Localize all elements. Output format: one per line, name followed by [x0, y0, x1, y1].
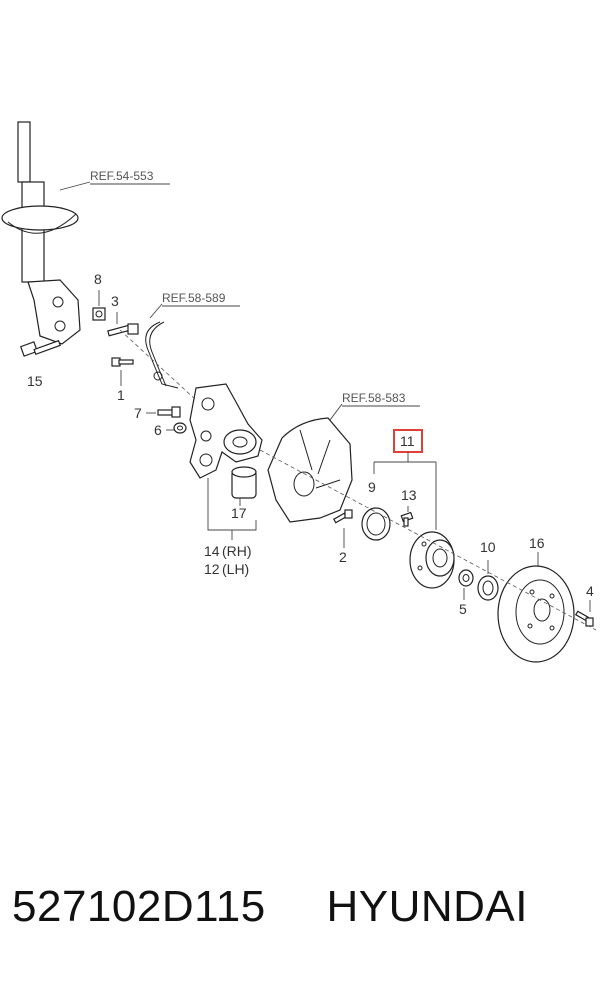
callout-4: 4 — [586, 583, 594, 599]
brand-name: HYUNDAI — [326, 882, 529, 931]
callout-13: 13 — [401, 487, 417, 503]
ref-label-shield: REF.58-583 — [342, 391, 406, 405]
nut-5 — [458, 569, 474, 587]
strut-assembly — [1, 121, 81, 345]
callout-16: 16 — [529, 535, 545, 551]
part-number: 527102D115 — [12, 882, 266, 931]
hub-bolt-13 — [400, 511, 414, 527]
ref-label-sensor: REF.58-589 — [162, 291, 226, 305]
bushing-17 — [231, 466, 257, 499]
bolt-3 — [107, 323, 139, 337]
callout-11: 11 — [400, 433, 415, 449]
callout-12-lh: (LH) — [222, 561, 249, 577]
washer-6 — [173, 422, 187, 434]
steering-knuckle — [189, 383, 263, 479]
bolt-15 — [19, 339, 62, 357]
callout-9: 9 — [368, 479, 376, 495]
callout-12: 12 — [204, 561, 220, 577]
callout-8: 8 — [94, 271, 102, 287]
callout-6: 6 — [154, 422, 162, 438]
bolt-2 — [332, 509, 353, 524]
callout-7: 7 — [134, 405, 142, 421]
ref-label-strut: REF.54-553 — [90, 169, 154, 183]
screw-4 — [574, 610, 594, 627]
bolt-7 — [157, 406, 181, 418]
strut-axis-line — [119, 329, 197, 401]
callout-2: 2 — [339, 549, 347, 565]
brake-disc-16 — [497, 565, 575, 663]
assembly-axis-line — [259, 449, 597, 631]
footer-caption: 527102D115 HYUNDAI — [12, 882, 592, 942]
nut-8 — [92, 307, 106, 321]
callout-15: 15 — [27, 373, 43, 389]
callout-10: 10 — [480, 539, 496, 555]
dust-shield — [267, 417, 353, 523]
callout-14-rh: (RH) — [222, 543, 252, 559]
hub-cap-10 — [477, 575, 499, 601]
callout-3: 3 — [111, 293, 119, 309]
callout-17: 17 — [231, 505, 247, 521]
abs-sensor-cable — [145, 321, 179, 389]
seal-ring-9 — [361, 507, 391, 541]
bolt-1 — [111, 357, 134, 367]
bracket-hub-assembly — [373, 452, 437, 530]
callout-14: 14 — [204, 543, 220, 559]
wheel-hub — [409, 531, 455, 589]
callout-1: 1 — [117, 387, 125, 403]
callout-5: 5 — [459, 601, 467, 617]
